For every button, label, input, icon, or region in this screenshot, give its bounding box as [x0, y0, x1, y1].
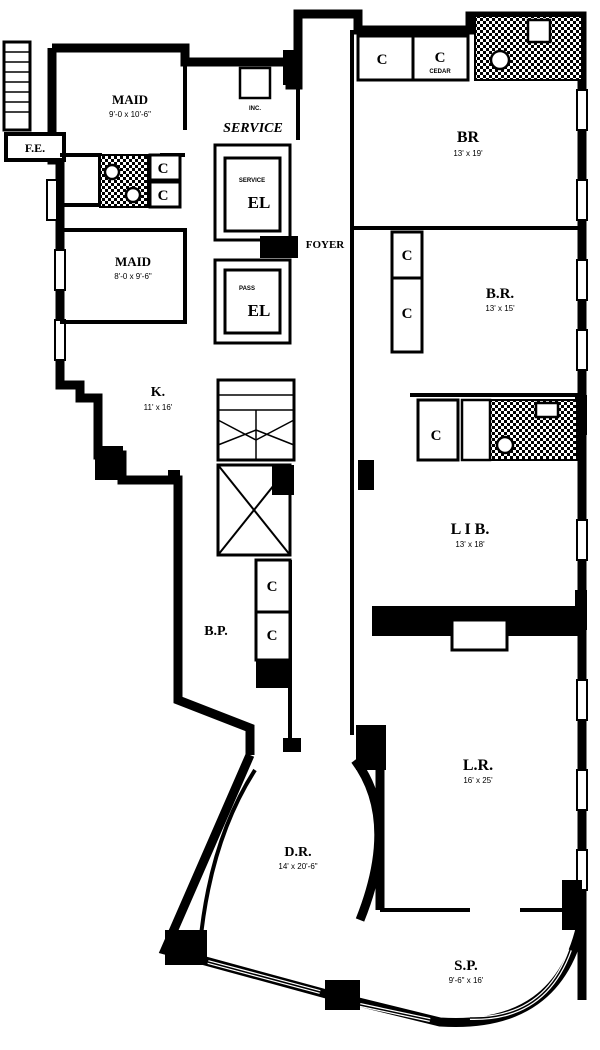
closet-label: C	[158, 161, 169, 177]
room-name-maid-2: MAID	[115, 254, 151, 269]
closet-label: C	[402, 248, 413, 264]
bathrooms	[99, 15, 583, 462]
closets	[148, 34, 470, 662]
closet-label: C	[267, 628, 278, 644]
columns	[95, 50, 587, 1010]
room-name-foyer: FOYER	[306, 239, 346, 251]
room-name-lib: L I B.	[451, 521, 490, 538]
room-name-sp: S.P.	[454, 958, 478, 974]
room-labels: MAID 9'-0 x 10'-6" MAID 8'-0 x 9'-6" K. …	[25, 92, 515, 985]
incinerator-label: INC.	[249, 106, 261, 112]
room-name-br1: BR	[457, 129, 480, 146]
room-dims-sp: 9'-6" x 16'	[449, 976, 484, 985]
room-name-kitchen: K.	[151, 385, 165, 400]
room-dims-maid-2: 8'-0 x 9'-6"	[114, 272, 152, 281]
interior-walls	[60, 14, 582, 946]
room-dims-lr: 16' x 25'	[463, 776, 493, 785]
closet-label: C	[431, 428, 442, 444]
room-name-bp: B.P.	[204, 624, 228, 639]
elevator-labels: SERVICE EL PASS EL	[239, 178, 270, 320]
service-elevator-label: EL	[248, 193, 271, 212]
room-dims-br1: 13' x 19'	[453, 149, 483, 158]
room-name-lr: L.R.	[463, 757, 493, 774]
room-name-maid-1: MAID	[112, 92, 148, 107]
room-dims-dr: 14' x 20'-6"	[278, 862, 317, 871]
service-elevator-small-label: SERVICE	[239, 178, 265, 184]
pass-elevator-small-label: PASS	[239, 286, 255, 292]
closet-label: C	[435, 50, 446, 66]
room-dims-br2: 13' x 15'	[485, 304, 515, 313]
pass-elevator-label: EL	[248, 301, 271, 320]
room-dims-kitchen: 11' x 16'	[144, 403, 173, 412]
room-name-br2: B.R.	[486, 286, 515, 302]
closet-label: C	[377, 52, 388, 68]
closet-label: C	[402, 306, 413, 322]
fire-escape-label: F.E.	[25, 141, 45, 155]
room-dims-maid-1: 9'-0 x 10'-6"	[109, 110, 151, 119]
cedar-closet-label: CEDAR	[429, 69, 451, 75]
room-name-service: SERVICE	[223, 121, 283, 136]
closet-label: C	[158, 188, 169, 204]
room-dims-lib: 13' x 18'	[455, 540, 485, 549]
closet-label: C	[267, 579, 278, 595]
fire-escape	[2, 40, 66, 162]
room-name-dr: D.R.	[284, 845, 311, 860]
closet-labels: C C CEDAR C C C C C C C	[158, 50, 452, 644]
